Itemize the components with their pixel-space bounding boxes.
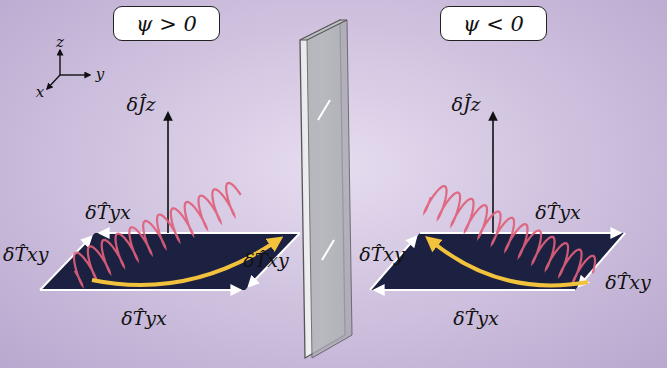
- rotation-arrow: [430, 240, 588, 285]
- plane-left: [40, 113, 300, 290]
- panel-label-box: ψ < 0: [440, 6, 547, 41]
- spring-coil: [425, 186, 595, 282]
- axis-label: z: [56, 35, 64, 50]
- spring-coil: [74, 183, 241, 285]
- axis-label: y: [96, 67, 104, 82]
- current-label: δĴz: [451, 95, 480, 114]
- plane-right: [370, 113, 625, 290]
- current-label: δĴz: [126, 95, 155, 114]
- panel-label: ψ < 0: [463, 12, 524, 36]
- stress-label: δT̂xy: [243, 251, 289, 270]
- stress-label: δT̂xy: [359, 245, 405, 264]
- stress-label: δT̂yx: [535, 203, 581, 222]
- axes: [47, 50, 90, 89]
- stress-label: δT̂yx: [121, 309, 167, 328]
- mirror-plate: [300, 20, 352, 358]
- stress-label: δT̂xy: [605, 273, 651, 292]
- panel-label-box: ψ > 0: [113, 6, 220, 41]
- spring-coils: [74, 183, 595, 285]
- stress-label: δT̂yx: [453, 309, 499, 328]
- axis-label: x: [36, 85, 44, 100]
- panel-label: ψ > 0: [136, 12, 197, 36]
- stress-label: δT̂xy: [3, 245, 49, 264]
- stress-label: δT̂yx: [85, 203, 131, 222]
